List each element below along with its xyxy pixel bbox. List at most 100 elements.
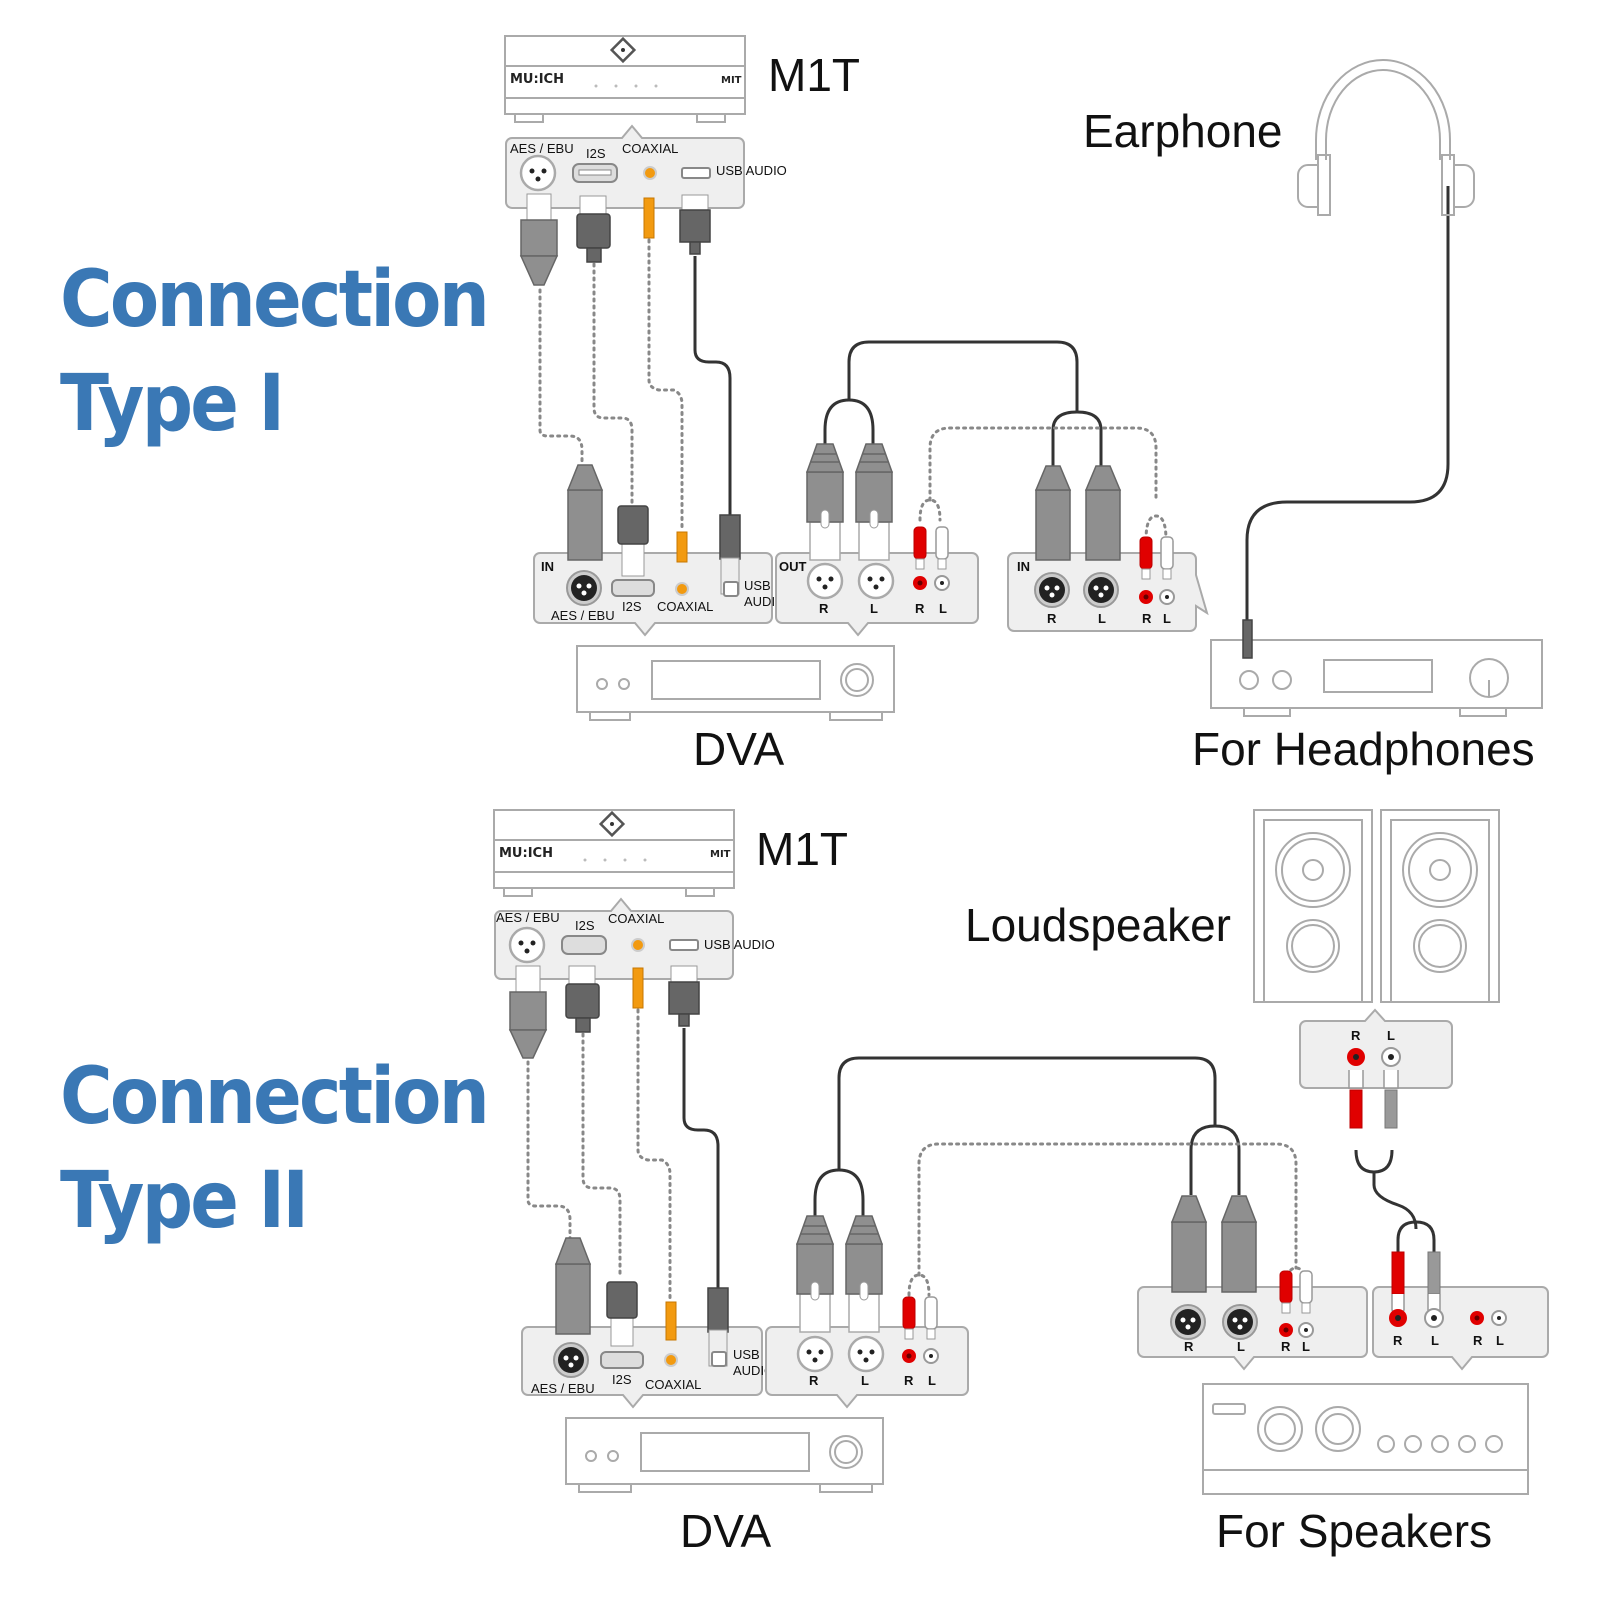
usb-input-icon xyxy=(711,1351,727,1367)
usb-port-icon xyxy=(681,167,711,179)
section-1-diagram: MU:ICH MIT AES / EBU I2S COAXIAL USB AUD… xyxy=(504,35,1543,721)
dva-input-panel-1: IN AES / EBU I2S COAXIAL USB AUDIO xyxy=(533,464,785,637)
label-l: L xyxy=(1496,1333,1504,1348)
label-r: R xyxy=(809,1373,819,1388)
speaker-terminal-panel: R L xyxy=(1299,1008,1453,1129)
label-l: L xyxy=(1302,1339,1310,1354)
port-label-i2s: I2S xyxy=(586,146,606,161)
rca-out-l-icon xyxy=(1491,1310,1507,1326)
i2s-input-icon xyxy=(600,1351,644,1369)
model-text: MIT xyxy=(710,849,731,860)
label-l: L xyxy=(1098,611,1106,626)
in-tag: IN xyxy=(1017,559,1030,574)
i2s-port-icon xyxy=(561,935,607,955)
rca-out-l-icon xyxy=(923,1348,939,1364)
xlr-in-r-icon xyxy=(1170,1304,1206,1340)
port-label-coax: COAXIAL xyxy=(622,141,678,156)
dva-device-1 xyxy=(576,645,895,721)
label-r: R xyxy=(1184,1339,1194,1354)
label-l: L xyxy=(1387,1028,1395,1043)
xlr-in-l-icon xyxy=(1083,572,1119,608)
for-speakers-label: For Speakers xyxy=(1216,1505,1493,1557)
m1t-rear-panel: AES / EBU I2S COAXIAL USB AUDIO xyxy=(505,124,787,209)
dva-label-2: DVA xyxy=(680,1505,772,1557)
i2s-input-icon xyxy=(611,579,655,597)
brand-text: MU:ICH xyxy=(499,846,553,861)
label-l: L xyxy=(1431,1333,1439,1348)
coax-port-icon xyxy=(631,938,645,952)
title-line2: Type II xyxy=(60,1156,309,1246)
section-2-diagram: MU:ICH MIT AES / EBU I2S COAXIAL USB AUD… xyxy=(493,809,1549,1495)
label-l: L xyxy=(861,1373,869,1388)
xlr-out-r-icon xyxy=(796,1335,834,1373)
rca-out-l-icon xyxy=(934,575,950,591)
out-tag: OUT xyxy=(779,559,807,574)
label-audio: AUDIO xyxy=(733,1363,774,1378)
label-coax: COAXIAL xyxy=(645,1377,701,1392)
rca-in-l-icon xyxy=(1298,1322,1314,1338)
brand-text: MU:ICH xyxy=(510,72,564,87)
m1t-label-1: M1T xyxy=(768,49,860,101)
dva-output-panel-2: R L R L xyxy=(765,1215,969,1409)
label-usb: USB xyxy=(733,1347,760,1362)
rca-out-r-icon xyxy=(1470,1311,1484,1325)
label-usb: USB xyxy=(744,578,771,593)
in-tag: IN xyxy=(541,559,554,574)
m1t-rear-panel-2: AES / EBU I2S COAXIAL USB AUDIO xyxy=(494,897,775,980)
rca-in-r-icon xyxy=(1279,1323,1293,1337)
dva-output-panel-1: OUT R L R L xyxy=(775,443,979,637)
rca-in-l-icon xyxy=(1159,589,1175,605)
rca-in-r-icon xyxy=(1139,590,1153,604)
label-i2s: I2S xyxy=(612,1372,632,1387)
dva-device-2 xyxy=(565,1417,884,1493)
xlr-in-r-icon xyxy=(1034,572,1070,608)
dva-input-panel-2: AES / EBU I2S COAXIAL USB AUDIO xyxy=(521,1237,774,1409)
label-r: R xyxy=(904,1373,914,1388)
port-label-usb: USB AUDIO xyxy=(716,163,787,178)
label-r: R xyxy=(1142,611,1152,626)
m1t-plugs xyxy=(519,193,711,286)
m1t-plugs-2 xyxy=(508,965,700,1059)
m1t-device-2: MU:ICH MIT xyxy=(493,809,735,897)
cables-section-1 xyxy=(538,186,1450,620)
rca-out-r-icon xyxy=(902,1349,916,1363)
label-l: L xyxy=(1237,1339,1245,1354)
port-label-usb: USB AUDIO xyxy=(704,937,775,952)
section-2-title: Connection Type II xyxy=(60,1045,490,1253)
headphone-amp-device xyxy=(1210,619,1543,717)
for-headphones-label: For Headphones xyxy=(1192,723,1535,775)
amplifier-device xyxy=(1202,1383,1529,1495)
m1t-device: MU:ICH MIT xyxy=(504,35,746,123)
port-label-coax: COAXIAL xyxy=(608,911,664,926)
usb-port-icon xyxy=(669,939,699,951)
loudspeaker-label: Loudspeaker xyxy=(965,899,1231,951)
m1t-label-2: M1T xyxy=(756,823,848,875)
label-coax: COAXIAL xyxy=(657,599,713,614)
amplifier-input-panel: R L R L xyxy=(1137,1195,1368,1371)
amplifier-speaker-out-panel: R L R L xyxy=(1372,1251,1549,1371)
label-l: L xyxy=(1163,611,1171,626)
title-line1: Connection xyxy=(60,255,490,345)
usb-input-icon xyxy=(723,581,739,597)
port-label-i2s: I2S xyxy=(575,918,595,933)
xlr-out-l-icon xyxy=(847,1335,885,1373)
port-label-aes: AES / EBU xyxy=(510,141,574,156)
label-aes: AES / EBU xyxy=(551,608,615,623)
label-audio: AUDIO xyxy=(744,594,785,609)
label-l: L xyxy=(870,601,878,616)
aes-port-icon xyxy=(519,154,557,192)
title-line2: Type I xyxy=(60,359,285,449)
earphone-label: Earphone xyxy=(1083,105,1283,157)
aes-port-icon xyxy=(508,926,546,964)
label-r: R xyxy=(1047,611,1057,626)
label-i2s: I2S xyxy=(622,599,642,614)
xlr-in-l-icon xyxy=(1222,1304,1258,1340)
headphone-amp-panel: IN R L R L xyxy=(1007,465,1209,632)
label-r: R xyxy=(915,601,925,616)
rca-out-r-icon xyxy=(913,576,927,590)
coax-port-icon xyxy=(643,166,657,180)
section-1-title: Connection Type I xyxy=(60,248,490,456)
label-r: R xyxy=(1351,1028,1361,1043)
